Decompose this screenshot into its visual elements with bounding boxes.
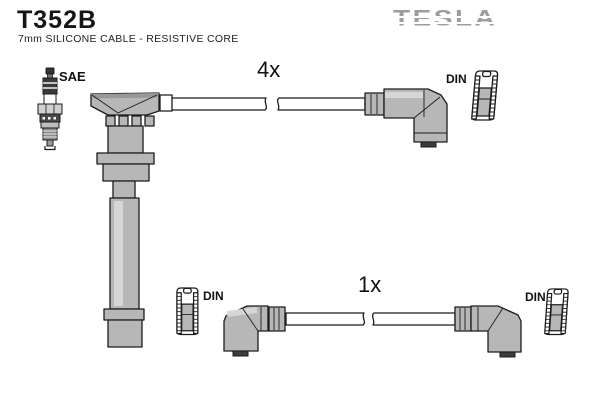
tesla-brand-logo: TESLA bbox=[391, 7, 501, 35]
sae-label: SAE bbox=[59, 69, 86, 84]
elbow-boot-icon bbox=[364, 88, 448, 148]
coil-cable-drawing: DIN DIN bbox=[176, 272, 569, 358]
elbow-boot-icon bbox=[454, 305, 522, 358]
cable-drawing bbox=[285, 312, 456, 326]
logo-stripe-decoration bbox=[391, 22, 495, 25]
din-terminal-icon bbox=[544, 288, 569, 336]
plug-boot-icon bbox=[90, 92, 173, 348]
elbow-boot-icon bbox=[223, 305, 286, 357]
din-terminal-icon bbox=[470, 70, 499, 121]
page-title: T352B bbox=[17, 6, 98, 34]
din-label-top: DIN bbox=[446, 72, 467, 86]
product-subtitle: 7mm SILICONE CABLE - RESISTIVE CORE bbox=[18, 33, 239, 45]
coil-quantity-label: 1x bbox=[358, 272, 381, 297]
din-label-bottom-right: DIN bbox=[525, 290, 546, 304]
cable-drawing bbox=[170, 97, 366, 111]
main-cable-drawing: SAE 4x DIN bbox=[37, 57, 499, 348]
din-label-bottom-left: DIN bbox=[203, 289, 224, 303]
din-terminal-icon bbox=[176, 287, 199, 336]
main-quantity-label: 4x bbox=[257, 57, 280, 82]
logo-stripe-decoration bbox=[391, 16, 495, 19]
